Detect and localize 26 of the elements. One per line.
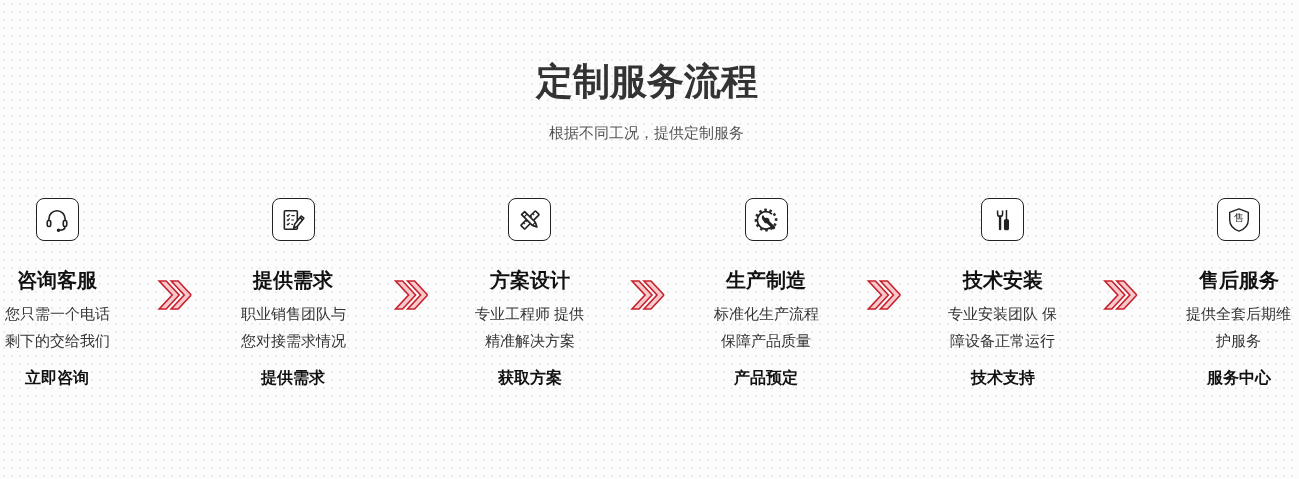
subtitle: 根据不同工况，提供定制服务	[549, 123, 744, 143]
double-chevron-arrow	[393, 280, 429, 310]
double-chevron-arrow	[866, 280, 902, 310]
step-link: 提供需求	[261, 368, 326, 388]
step-title: 咨询客服	[17, 268, 97, 293]
double-chevron-arrow	[630, 280, 666, 310]
step-title: 提供需求	[253, 268, 334, 293]
step-title: 方案设计	[489, 268, 570, 293]
step-description: 您只需一个电话剩下的交给我们	[3, 304, 111, 351]
step-description: 提供全套后期维护服务	[1185, 304, 1293, 351]
step-description: 专业工程师 提供精准解决方案	[474, 304, 586, 351]
step-description: 职业销售团队与您对接需求情况	[239, 304, 347, 351]
double-chevron-arrow	[1102, 280, 1138, 310]
step-title: 生产制造	[726, 268, 807, 293]
double-chevron-arrow	[157, 280, 193, 310]
title: 定制服务流程	[535, 61, 758, 103]
step-link: 技术支持	[970, 368, 1035, 388]
shield-character: 售	[1234, 212, 1244, 224]
step-link: 产品预定	[734, 368, 799, 388]
step-title: 售后服务	[1199, 268, 1279, 293]
step-description: 标准化生产流程保障产品质量	[712, 304, 820, 351]
step-description: 专业安装团队 保障设备正常运行	[947, 304, 1059, 351]
step-link: 立即咨询	[25, 368, 89, 388]
step-title: 技术安装	[962, 268, 1043, 293]
step-link: 服务中心	[1207, 368, 1271, 388]
step-link: 获取方案	[497, 368, 562, 388]
